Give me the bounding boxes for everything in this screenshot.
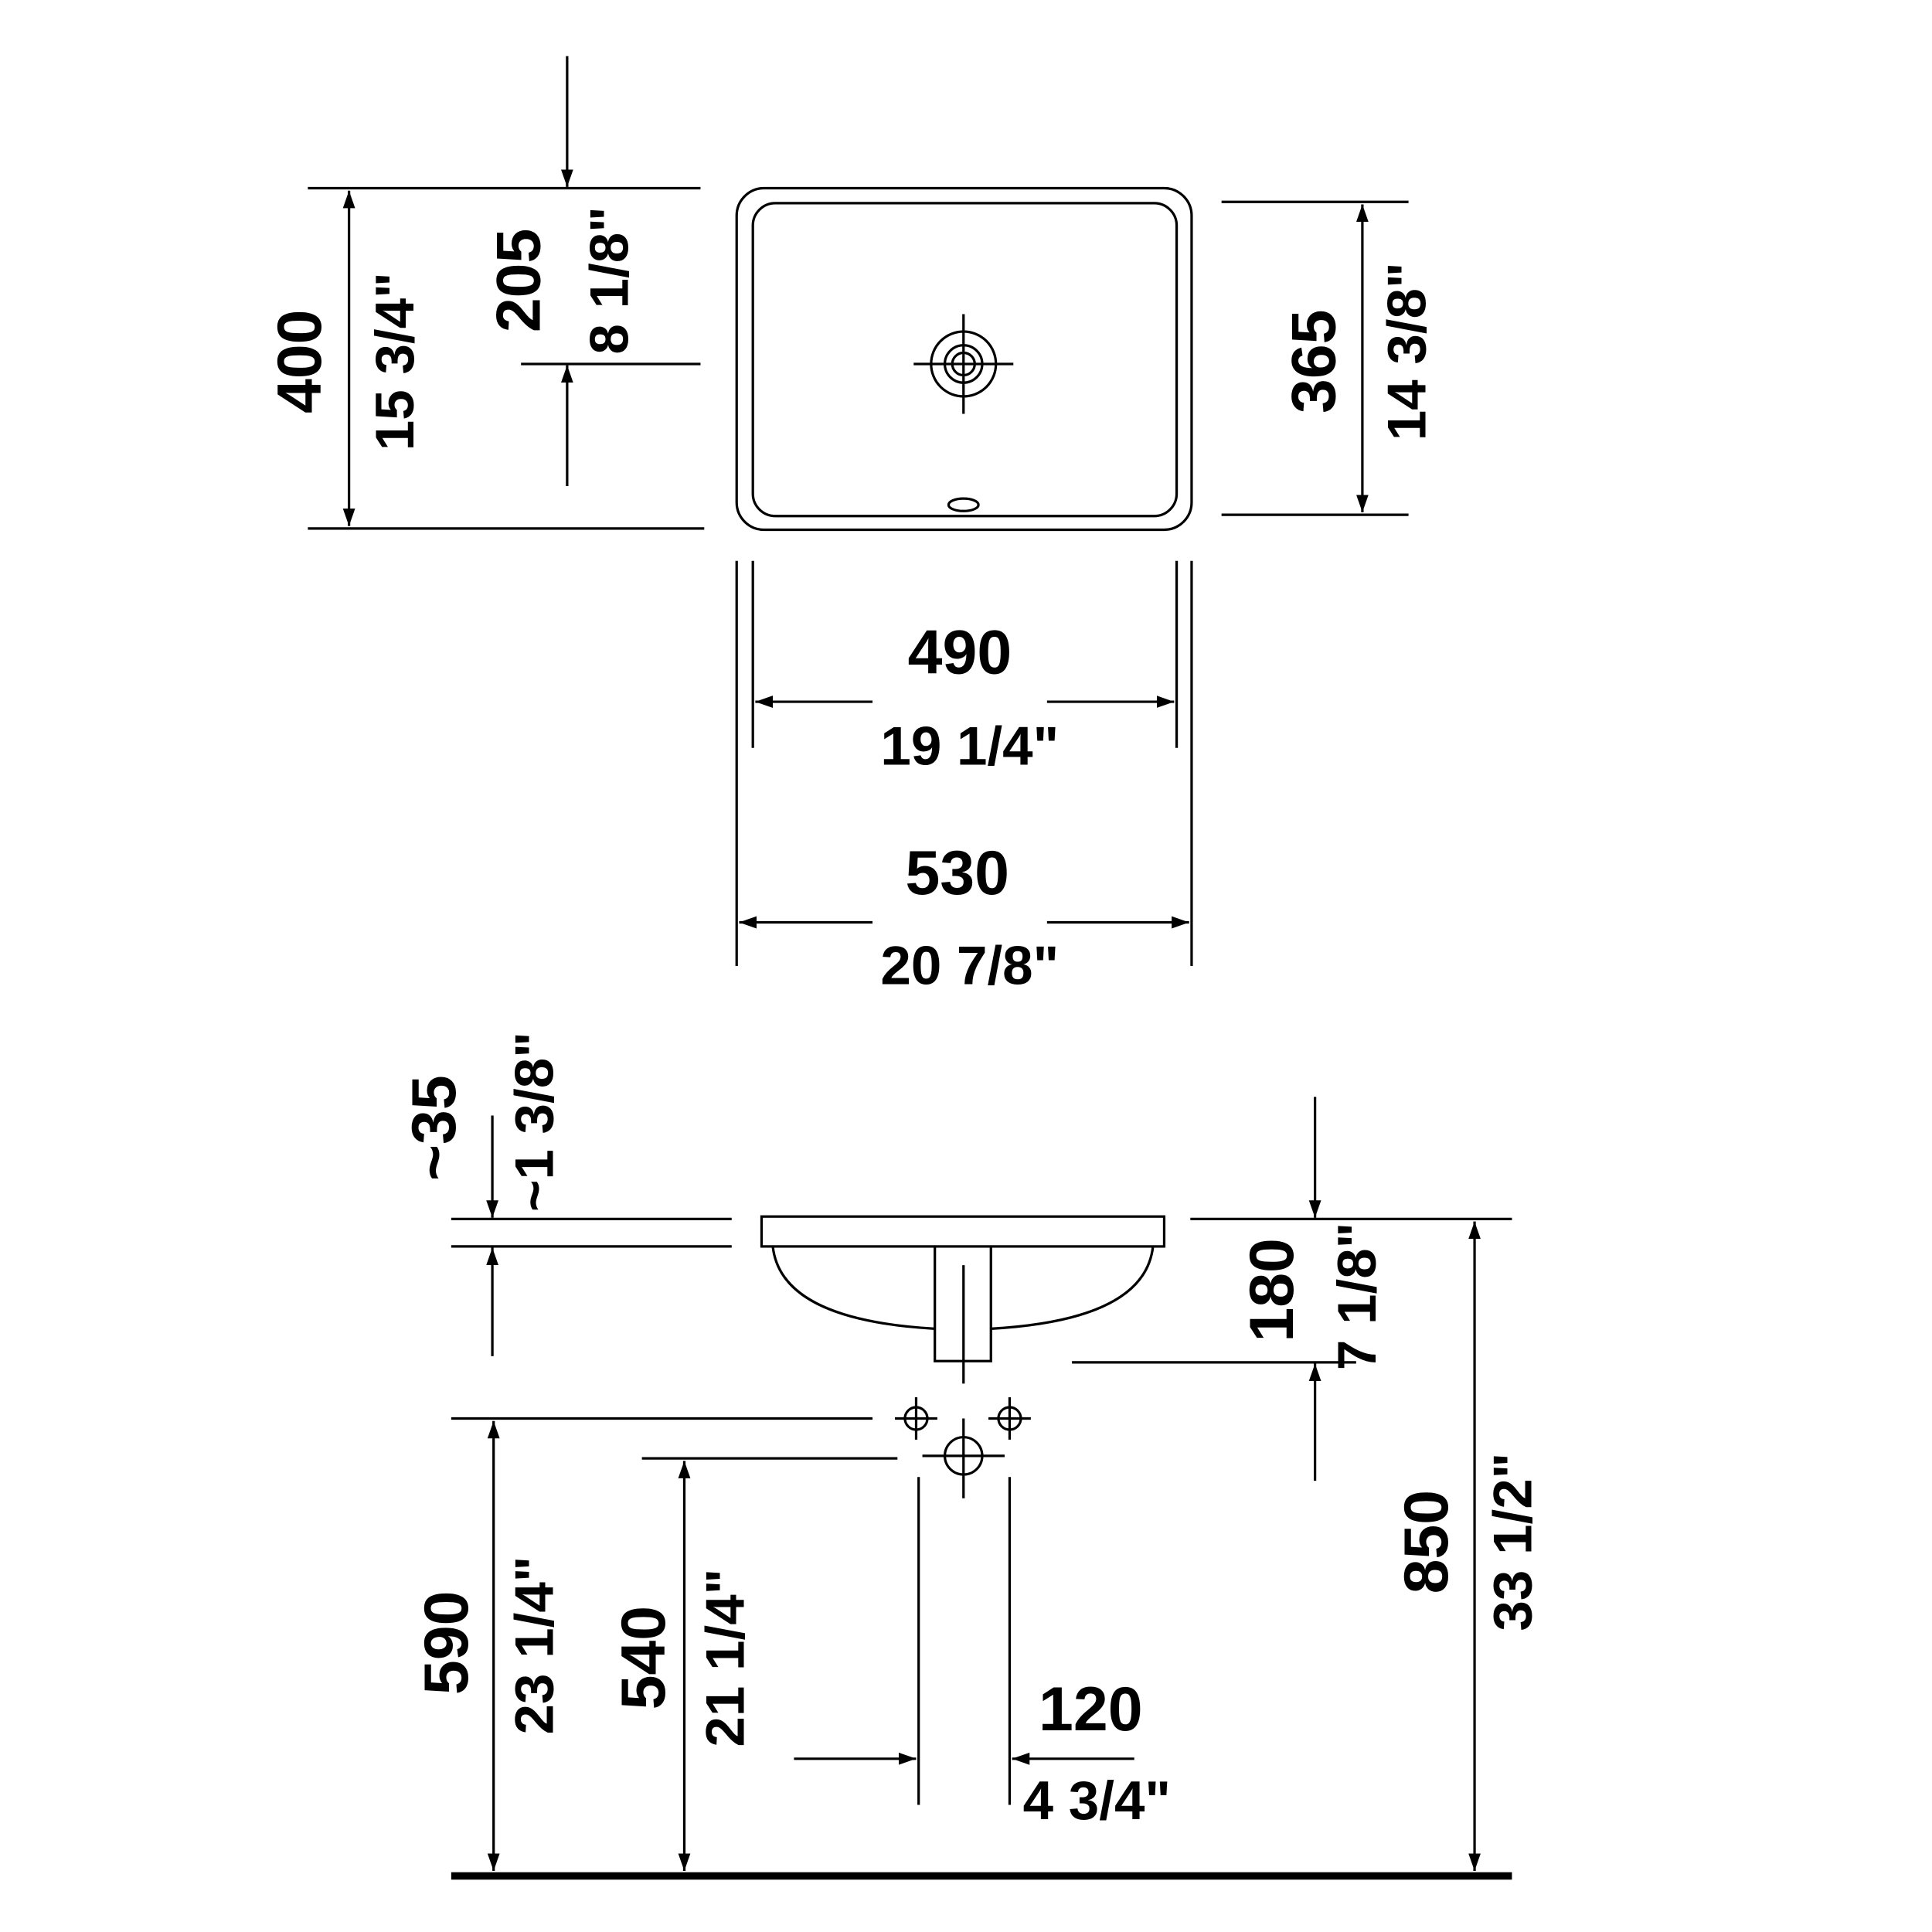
basin-outline-inner <box>751 202 1179 518</box>
dim-120-inch: 4 3/4" <box>1023 1770 1171 1832</box>
dim-365-inch: 14 3/8" <box>1377 262 1438 440</box>
side-view: ~35 ~1 3/8" 180 7 1/8" 850 33 1/2" 590 2… <box>400 1032 1544 1880</box>
drain-icon <box>913 314 1014 414</box>
dim-35-inch: ~1 3/8" <box>505 1032 566 1212</box>
basin-bowl <box>771 1246 1155 1330</box>
supply-connection-left-icon <box>895 1397 937 1440</box>
basin-rim <box>760 1215 1166 1248</box>
dim-35-mm: ~35 <box>400 1075 469 1181</box>
dim-180-inch: 7 1/8" <box>1327 1223 1388 1370</box>
dim-365-mm: 365 <box>1280 309 1349 413</box>
dim-850-inch: 33 1/2" <box>1483 1453 1544 1631</box>
dim-180-mm: 180 <box>1237 1238 1307 1342</box>
top-view: 400 15 3/4" 205 8 1/8" 365 14 3/8" 490 1… <box>265 56 1438 997</box>
dim-590-inch: 23 1/4" <box>505 1556 566 1735</box>
dim-530-inch: 20 7/8" <box>880 936 1059 997</box>
dim-590-mm: 590 <box>412 1591 481 1696</box>
drain-connection-icon <box>922 1418 1005 1498</box>
dim-540-mm: 540 <box>609 1606 679 1710</box>
dim-400-mm: 400 <box>265 309 335 413</box>
dim-490-inch: 19 1/4" <box>880 716 1059 777</box>
basin-outline-outer <box>735 186 1193 532</box>
dim-205-inch: 8 1/8" <box>579 206 640 354</box>
supply-connection-right-icon <box>988 1397 1031 1440</box>
dim-400-inch: 15 3/4" <box>365 272 426 451</box>
overflow-icon <box>947 497 980 512</box>
dim-540-inch: 21 1/4" <box>695 1569 756 1747</box>
dim-120-mm: 120 <box>1039 1675 1143 1744</box>
dim-850-mm: 850 <box>1392 1490 1461 1594</box>
dim-530-mm: 530 <box>905 838 1009 908</box>
dim-205-mm: 205 <box>485 229 554 333</box>
dim-490-mm: 490 <box>908 617 1012 687</box>
